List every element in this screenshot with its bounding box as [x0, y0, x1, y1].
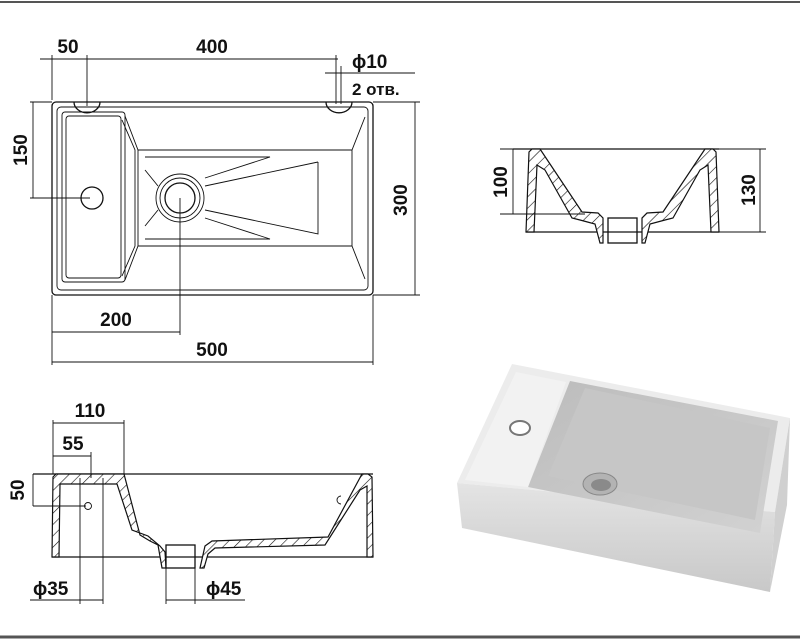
bowl-facets	[124, 115, 366, 281]
dim-tap-hole: ϕ35	[33, 579, 69, 600]
dim-height: 130	[739, 174, 760, 206]
side-drain	[607, 217, 638, 244]
dim-hole-spacing: 400	[196, 37, 228, 58]
front-dimension-lines	[30, 420, 245, 604]
sink-3d-render	[457, 364, 790, 592]
dim-shelf-width: 110	[75, 401, 106, 422]
front-section: 110 55 50 ϕ35 ϕ45	[8, 401, 374, 604]
dim-drain: ϕ45	[206, 579, 242, 600]
render-side-face	[770, 418, 790, 592]
front-drain	[165, 544, 196, 569]
side-dimension-lines	[500, 148, 766, 233]
top-dimension-lines	[30, 55, 420, 365]
tap-shelf	[61, 111, 126, 283]
dim-overflow-height: 50	[8, 479, 29, 500]
side-wall-left	[525, 148, 604, 244]
side-section: 100 130	[491, 148, 766, 244]
dim-drain-offset: 200	[100, 310, 132, 331]
top-rim	[56, 106, 369, 291]
top-view: 50 400 ϕ10 2 отв. 150 300 200 500	[11, 37, 420, 365]
dim-tap-center: 55	[62, 434, 84, 455]
dim-bowl-depth: 100	[491, 166, 512, 198]
render-drain-plug	[591, 479, 611, 491]
tap-shelf-inner	[65, 115, 122, 279]
dim-tap-offset: 50	[57, 37, 78, 58]
mount-hole-left	[73, 101, 101, 114]
mount-hole-right	[325, 101, 353, 114]
dim-hole-count: 2 отв.	[352, 80, 400, 99]
side-wall-right	[641, 148, 720, 244]
bowl-channels	[144, 156, 319, 240]
dim-width: 500	[196, 340, 228, 361]
dim-hole-diameter: ϕ10	[352, 52, 387, 73]
overflow-outlet	[336, 495, 342, 505]
front-wall-right	[199, 473, 374, 569]
dim-tap-depth: 150	[11, 134, 32, 166]
top-outer-outline	[51, 101, 374, 296]
dim-depth: 300	[391, 184, 412, 216]
bowl-wall-left	[121, 119, 136, 277]
front-wall-left	[51, 473, 167, 569]
render-tap-hole	[509, 420, 531, 436]
